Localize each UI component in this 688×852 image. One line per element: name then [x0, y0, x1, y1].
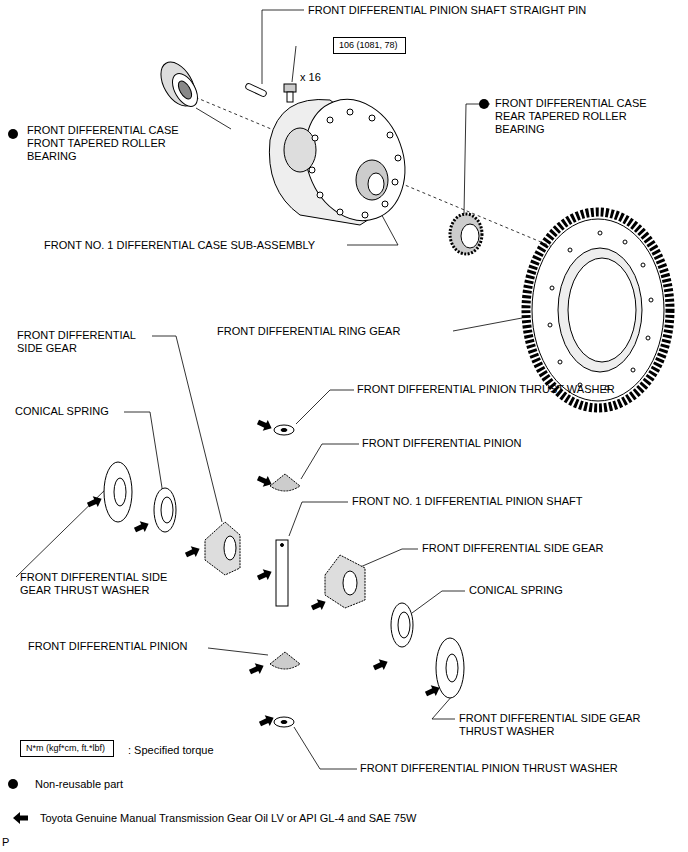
part-name: FRONT DIFFERENTIAL SIDE GEAR — [422, 542, 604, 555]
part-name: FRONT DIFFERENTIAL PINION SHAFT STRAIGHT… — [308, 4, 586, 17]
part-name: FRONT DIFFERENTIAL PINION THRUST WASHER — [360, 762, 618, 775]
part-name: FRONT DIFFERENTIAL PINION THRUST WASHER — [357, 383, 615, 396]
torque-unit-box: N*m (kgf*cm, ft.*lbf) — [20, 740, 114, 757]
part-name: FRONT DIFFERENTIAL PINION — [28, 640, 188, 653]
torque-box: 106 (1081, 78) — [333, 37, 406, 54]
part-name: CONICAL SPRING — [15, 405, 109, 418]
part-name: FRONT DIFFERENTIAL RING GEAR — [217, 325, 400, 338]
legend-text: : Specified torque — [128, 744, 214, 757]
box-text: N*m (kgf*cm, ft.*lbf) — [26, 743, 105, 753]
part-name: FRONT DIFFERENTIAL CASE REAR TAPERED ROL… — [495, 97, 675, 136]
part-name: FRONT DIFFERENTIAL PINION — [362, 437, 522, 450]
part-name: FRONT DIFFERENTIAL CASE FRONT TAPERED RO… — [27, 124, 202, 163]
legend-text: Toyota Genuine Manual Transmission Gear … — [40, 812, 416, 825]
legend-text: Non-reusable part — [35, 778, 123, 791]
part-name: CONICAL SPRING — [469, 584, 563, 597]
part-name: FRONT DIFFERENTIAL SIDE GEAR THRUST WASH… — [459, 712, 674, 738]
box-text: 106 (1081, 78) — [339, 40, 398, 50]
quantity-note: x 16 — [300, 71, 321, 84]
part-name: FRONT NO. 1 DIFFERENTIAL CASE SUB-ASSEMB… — [44, 239, 315, 252]
part-name: FRONT NO. 1 DIFFERENTIAL PINION SHAFT — [352, 495, 582, 508]
part-name: FRONT DIFFERENTIAL SIDE GEAR THRUST WASH… — [20, 571, 190, 597]
page-code: P — [2, 836, 9, 849]
part-name: FRONT DIFFERENTIAL SIDE GEAR — [17, 329, 152, 355]
